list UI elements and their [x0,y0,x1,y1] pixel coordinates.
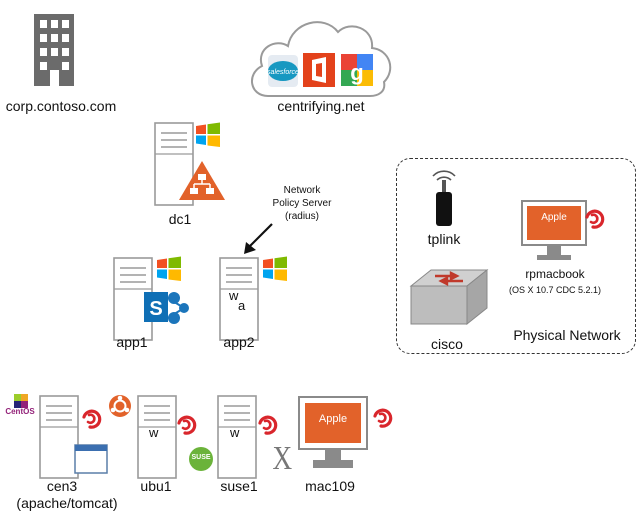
corp-label: corp.contoso.com [5,98,117,114]
cloud-label: centrifying.net [277,98,365,114]
rpmacbook-screen-text: Apple [541,212,567,223]
centrify-icon [177,415,197,435]
nps-line3: (radius) [285,211,319,222]
nps-arrow [244,223,273,254]
cen3-label: cen3 [46,478,78,494]
rpmacbook-sublabel: (OS X 10.7 CDC 5.2.1) [508,285,602,295]
svg-text:S: S [149,298,162,320]
app2-mark-a: a [238,298,246,313]
centos-text: CentOS [5,407,35,416]
app1-label: app1 [116,334,148,350]
windows-icon [196,122,220,147]
centrify-icon [258,415,278,435]
ad-hierarchy-icon [179,161,225,200]
router-icon [432,170,456,226]
windows-icon [157,256,181,281]
switch-icon [409,268,489,326]
suse1-label: suse1 [220,478,258,494]
monitor-icon-mac109 [298,396,368,468]
nps-annotation: Network Policy Server (radius) [262,184,342,223]
cisco-label: cisco [431,336,463,352]
mac109-label: mac109 [305,478,355,494]
centrify-icon [373,408,393,428]
dc1-label: dc1 [168,211,192,227]
app2-label: app2 [223,334,255,350]
ubuntu-icon [109,395,131,417]
building-icon [34,14,74,86]
cloud-icon: salesforce g [251,21,392,97]
windows-icon [263,256,287,281]
ubu1-mark-w: w [149,425,159,440]
mac109-screen-text: Apple [318,413,348,425]
suse1-mark-w: w [230,425,240,440]
rpmacbook-label: rpmacbook [525,267,585,281]
window-app-icon [74,444,108,474]
svg-text:g: g [350,60,363,85]
ubu1-label: ubu1 [140,478,172,494]
suse-icon [189,447,213,471]
suse-text: SUSE [191,454,211,461]
physical-network-box [396,158,636,354]
app2-mark-w: w [229,288,239,303]
tplink-label: tplink [427,231,461,247]
centrify-icon [82,409,102,429]
nps-line2: Policy Server [272,198,332,209]
physical-network-label: Physical Network [513,327,621,343]
monitor-icon-rpmacbook [521,200,587,260]
x-mark-icon: X [272,440,293,477]
centrify-icon [585,209,605,229]
cen3-sublabel: (apache/tomcat) [16,495,118,511]
salesforce-icon-text: salesforce [267,69,299,76]
centos-icon [6,394,36,422]
sharepoint-icon: S [144,292,189,324]
nps-line1: Network [283,185,321,196]
